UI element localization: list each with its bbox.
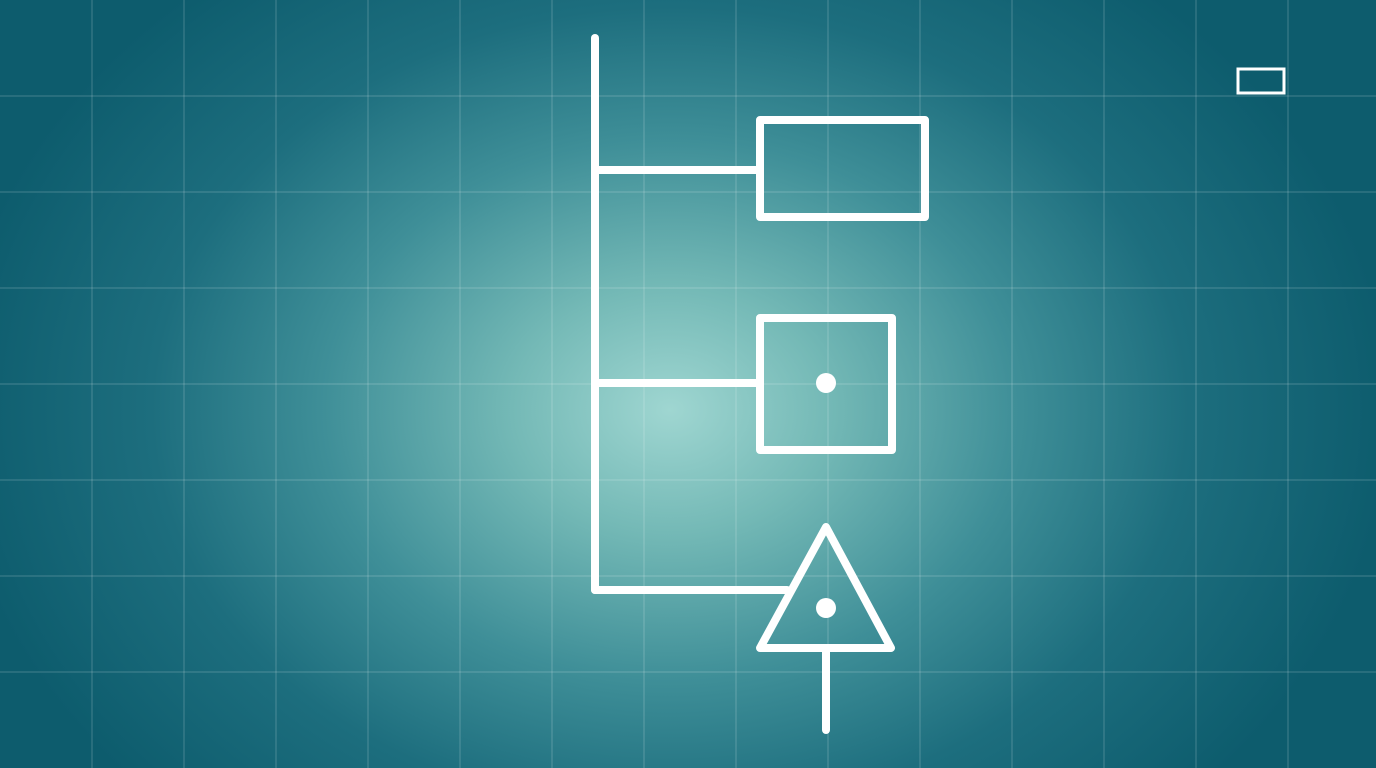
rectangle-icon: [1236, 67, 1286, 95]
triangle-node-dot: [816, 598, 836, 618]
square-node: [756, 314, 896, 454]
rectangle-node: [756, 116, 929, 221]
square-node-dot: [816, 373, 836, 393]
